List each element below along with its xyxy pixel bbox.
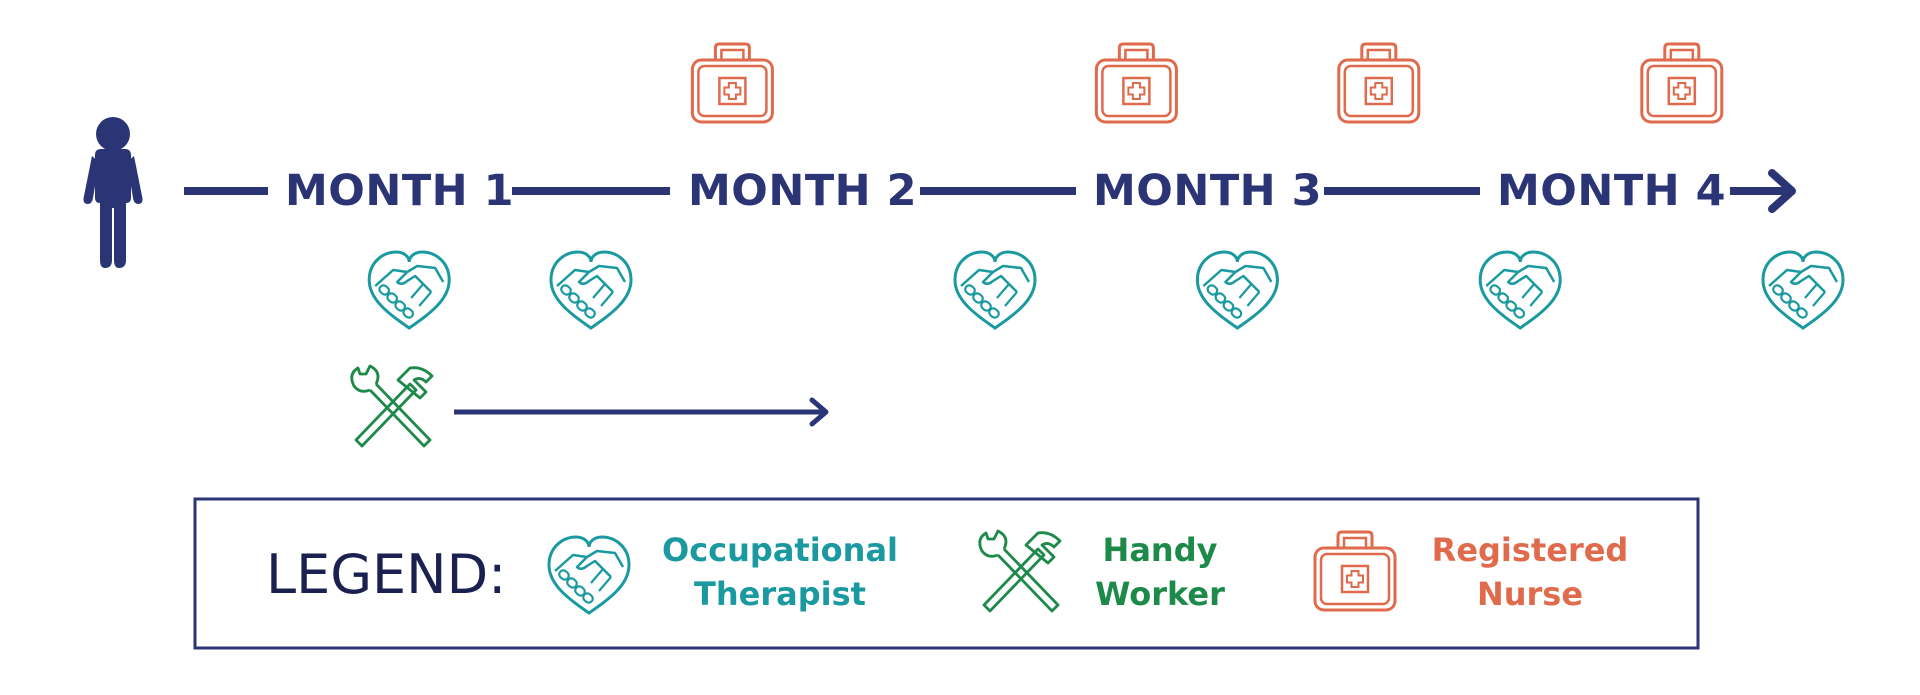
month-label-1: MONTH 1 bbox=[285, 166, 515, 216]
handy-worker-visit-icon bbox=[350, 364, 434, 448]
legend-handy-worker: Handy Worker bbox=[1090, 528, 1230, 616]
handshake-heart-icon bbox=[547, 535, 631, 615]
occupational-therapist-visit-icon bbox=[1761, 250, 1845, 330]
handy-worker-arrow bbox=[454, 397, 829, 427]
legend-label-line: Handy bbox=[1102, 531, 1218, 569]
occupational-therapist-visit-icon bbox=[1478, 250, 1562, 330]
registered-nurse-visit-icon bbox=[1094, 42, 1178, 124]
occupational-therapist-visit-icon bbox=[953, 250, 1037, 330]
registered-nurse-visit-icon bbox=[1640, 42, 1724, 124]
legend-occupational-therapist: Occupational Therapist bbox=[660, 528, 900, 616]
month-label-4: MONTH 4 bbox=[1497, 166, 1727, 216]
registered-nurse-visit-icon bbox=[1337, 42, 1421, 124]
legend-label-line: Registered bbox=[1431, 531, 1629, 569]
legend-label-line: Therapist bbox=[694, 575, 866, 613]
occupational-therapist-visit-icon bbox=[367, 250, 451, 330]
first-aid-kit-icon bbox=[1313, 530, 1397, 612]
legend-box bbox=[193, 497, 1700, 650]
legend-label-line: Nurse bbox=[1476, 575, 1584, 613]
registered-nurse-visit-icon bbox=[690, 42, 774, 124]
legend-label-line: Worker bbox=[1095, 575, 1225, 613]
occupational-therapist-visit-icon bbox=[1195, 250, 1279, 330]
month-label-3: MONTH 3 bbox=[1093, 166, 1323, 216]
legend-registered-nurse: Registered Nurse bbox=[1420, 528, 1640, 616]
tools-icon bbox=[978, 529, 1062, 613]
legend-label-line: Occupational bbox=[661, 531, 898, 569]
occupational-therapist-visit-icon bbox=[549, 250, 633, 330]
legend-title: LEGEND: bbox=[266, 543, 507, 606]
month-label-2: MONTH 2 bbox=[688, 166, 918, 216]
person-icon bbox=[83, 117, 143, 268]
timeline-arrowhead bbox=[1768, 169, 1796, 213]
